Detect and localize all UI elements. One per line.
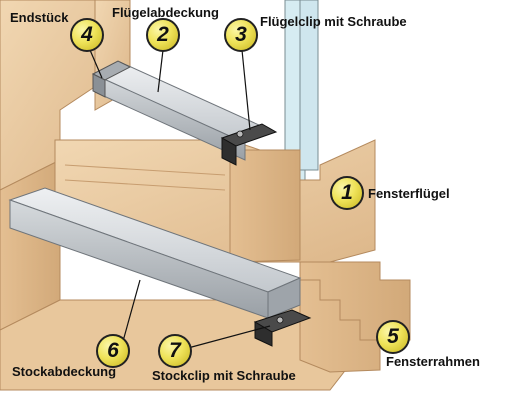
badge-7: 7 bbox=[158, 334, 192, 368]
badge-1: 1 bbox=[330, 176, 364, 210]
frame-cover-profile bbox=[8, 187, 302, 319]
leader-7 bbox=[187, 325, 271, 349]
badge-4: 4 bbox=[70, 18, 104, 52]
label-fensterfluegel: Fensterflügel bbox=[368, 186, 450, 201]
leader-4 bbox=[89, 49, 103, 79]
badge-6: 6 bbox=[96, 334, 130, 368]
badge-3: 3 bbox=[224, 18, 258, 52]
label-endstueck: Endstück bbox=[10, 10, 69, 25]
label-stockclip: Stockclip mit Schraube bbox=[152, 368, 296, 383]
badge-2: 2 bbox=[146, 18, 180, 52]
label-stockabdeckung: Stockabdeckung bbox=[12, 364, 117, 379]
badge-5: 5 bbox=[376, 320, 410, 354]
leader-2 bbox=[157, 49, 164, 93]
sash-clip-piece bbox=[220, 123, 278, 166]
leader-3 bbox=[241, 49, 251, 131]
glass-pane bbox=[284, 0, 319, 181]
label-fensterrahmen: Fensterrahmen bbox=[386, 354, 480, 369]
end-cap-piece bbox=[91, 60, 132, 98]
label-fluegelclip: Flügelclip mit Schraube bbox=[260, 14, 407, 29]
label-fluegelabdeckung: Flügelabdeckung bbox=[112, 5, 219, 20]
